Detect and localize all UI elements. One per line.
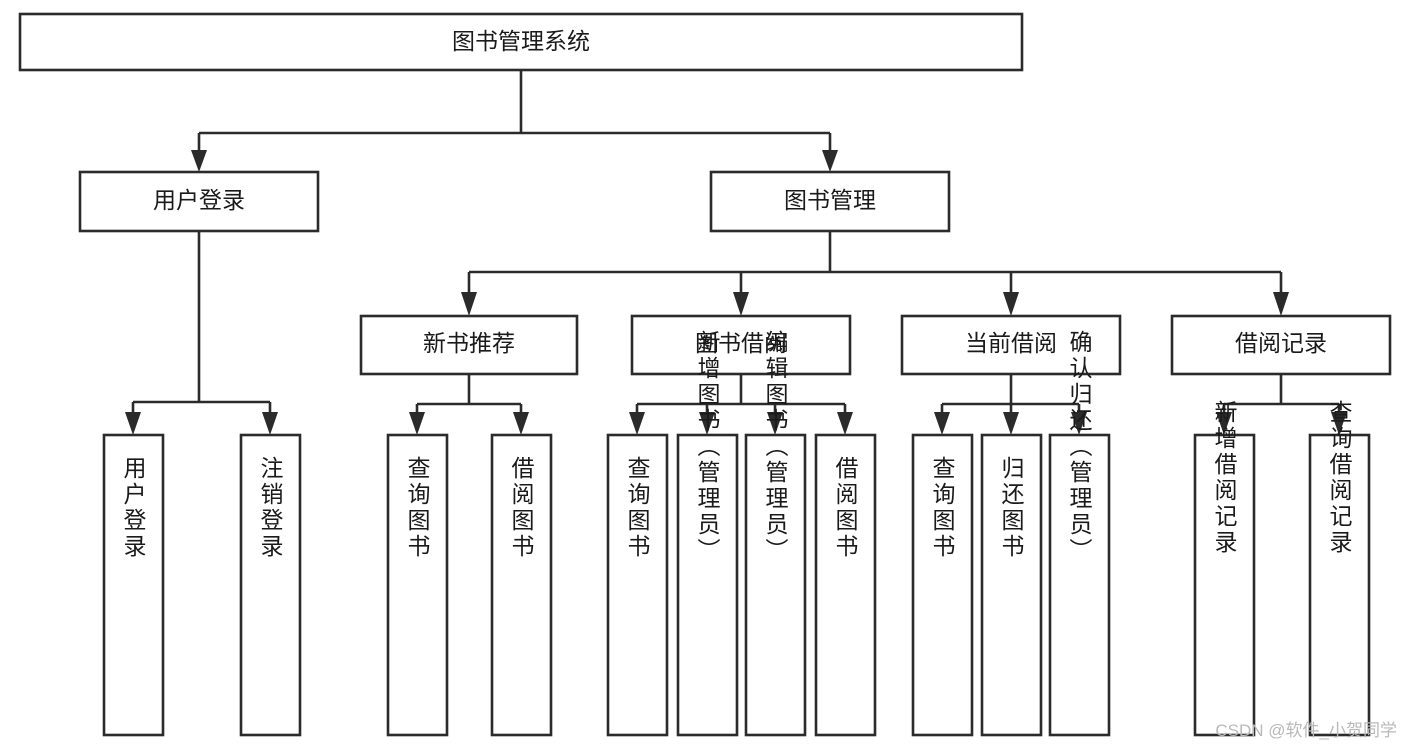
arrow-to-book-borrow	[733, 292, 749, 316]
node-leaf-add-book-label: 新增图书（管理员）	[694, 330, 721, 564]
arrow-to-leaf-add-record	[1216, 412, 1232, 435]
node-leaf-user-login-box[interactable]	[102, 433, 165, 737]
arrow-to-leaf-borrow-book-1	[513, 412, 529, 435]
node-leaf-query-book-2-label: 查询图书	[624, 456, 651, 560]
arrow-to-book-manage	[822, 150, 838, 172]
arrow-to-leaf-query-record	[1331, 412, 1347, 435]
node-leaf-query-book-3-box[interactable]	[911, 433, 974, 737]
node-root-label: 图书管理系统	[452, 28, 590, 54]
arrow-to-leaf-user-login	[125, 412, 141, 435]
arrow-to-leaf-query-book-2	[629, 412, 645, 435]
node-leaf-borrow-book-1[interactable]: 借阅图书	[490, 433, 553, 737]
node-leaf-add-record-box[interactable]	[1193, 433, 1256, 737]
node-leaf-borrow-book-2-box[interactable]	[814, 433, 877, 737]
node-leaf-borrow-book-1-label: 借阅图书	[508, 456, 535, 560]
node-root-box[interactable]	[18, 12, 1024, 72]
arrow-to-leaf-borrow-book-2	[837, 412, 853, 435]
node-leaf-return-book-box[interactable]	[980, 433, 1043, 737]
node-book-borrow-label: 图书借阅	[695, 330, 787, 356]
node-new-book-recommend[interactable]: 新书推荐	[359, 314, 579, 376]
node-leaf-logout-label: 注销登录	[257, 456, 284, 560]
arrow-to-new-book-recommend	[461, 292, 477, 316]
connector-group	[125, 70, 1347, 435]
node-leaf-confirm-return[interactable]: 确认归还（管理员）	[1048, 330, 1111, 737]
node-leaf-user-login[interactable]: 用户登录	[102, 433, 165, 737]
node-leaf-add-book[interactable]: 新增图书（管理员）	[676, 330, 739, 737]
node-leaf-query-book-1-label: 查询图书	[404, 456, 431, 560]
node-current-borrow-box[interactable]	[900, 314, 1122, 376]
node-borrow-record-label: 借阅记录	[1235, 330, 1327, 356]
node-current-borrow-label: 当前借阅	[965, 330, 1057, 356]
arrow-to-user-login	[191, 150, 207, 172]
node-book-manage-label: 图书管理	[784, 187, 876, 213]
node-leaf-query-book-2[interactable]: 查询图书	[606, 433, 669, 737]
node-leaf-return-book-label: 归还图书	[998, 456, 1025, 560]
node-leaf-confirm-return-label: 确认归还（管理员）	[1066, 330, 1093, 564]
node-leaf-add-record-label: 新增借阅记录	[1211, 400, 1238, 556]
node-leaf-borrow-book-2[interactable]: 借阅图书	[814, 433, 877, 737]
node-leaf-query-record[interactable]: 查询借阅记录	[1308, 400, 1371, 737]
node-current-borrow[interactable]: 当前借阅	[900, 314, 1122, 376]
node-book-manage[interactable]: 图书管理	[709, 170, 951, 233]
node-leaf-query-book-2-box[interactable]	[606, 433, 669, 737]
node-new-book-recommend-label: 新书推荐	[423, 330, 515, 356]
node-leaf-query-book-1-box[interactable]	[386, 433, 449, 737]
arrow-to-leaf-query-book-3	[934, 412, 950, 435]
node-leaf-borrow-book-2-label: 借阅图书	[832, 456, 859, 560]
arrow-to-leaf-edit-book	[767, 412, 783, 435]
node-leaf-query-book-3[interactable]: 查询图书	[911, 433, 974, 737]
arrow-to-borrow-record	[1273, 292, 1289, 316]
node-leaf-edit-book-label: 编辑图书（管理员）	[762, 330, 789, 564]
node-leaf-confirm-return-box[interactable]	[1048, 433, 1111, 737]
node-leaf-logout-box[interactable]	[239, 433, 302, 737]
arrow-to-leaf-add-book	[699, 412, 715, 435]
node-leaf-user-login-label: 用户登录	[120, 456, 147, 560]
node-leaf-return-book[interactable]: 归还图书	[980, 433, 1043, 737]
node-root[interactable]: 图书管理系统	[18, 12, 1024, 72]
node-leaf-query-book-3-label: 查询图书	[929, 456, 956, 560]
arrow-to-leaf-confirm-return	[1071, 412, 1087, 435]
node-borrow-record[interactable]: 借阅记录	[1170, 314, 1392, 376]
node-borrow-record-box[interactable]	[1170, 314, 1392, 376]
node-book-borrow[interactable]: 图书借阅	[630, 314, 852, 376]
node-leaf-add-book-box[interactable]	[676, 433, 739, 737]
arrow-to-leaf-logout	[262, 412, 278, 435]
node-user-login-box[interactable]	[78, 170, 320, 233]
arrow-to-leaf-query-book-1	[409, 412, 425, 435]
node-leaf-borrow-book-1-box[interactable]	[490, 433, 553, 737]
node-leaf-edit-book[interactable]: 编辑图书（管理员）	[744, 330, 807, 737]
arrow-to-leaf-return-book	[1003, 412, 1019, 435]
node-leaf-query-record-box[interactable]	[1308, 433, 1371, 737]
node-book-borrow-box[interactable]	[630, 314, 852, 376]
node-user-login-label: 用户登录	[153, 187, 245, 213]
node-leaf-edit-book-box[interactable]	[744, 433, 807, 737]
node-user-login[interactable]: 用户登录	[78, 170, 320, 233]
node-leaf-query-book-1[interactable]: 查询图书	[386, 433, 449, 737]
arrow-to-current-borrow	[1003, 292, 1019, 316]
node-leaf-add-record[interactable]: 新增借阅记录	[1193, 400, 1256, 737]
node-book-manage-box[interactable]	[709, 170, 951, 233]
node-leaf-query-record-label: 查询借阅记录	[1326, 400, 1353, 556]
node-new-book-recommend-box[interactable]	[359, 314, 579, 376]
node-leaf-logout[interactable]: 注销登录	[239, 433, 302, 737]
